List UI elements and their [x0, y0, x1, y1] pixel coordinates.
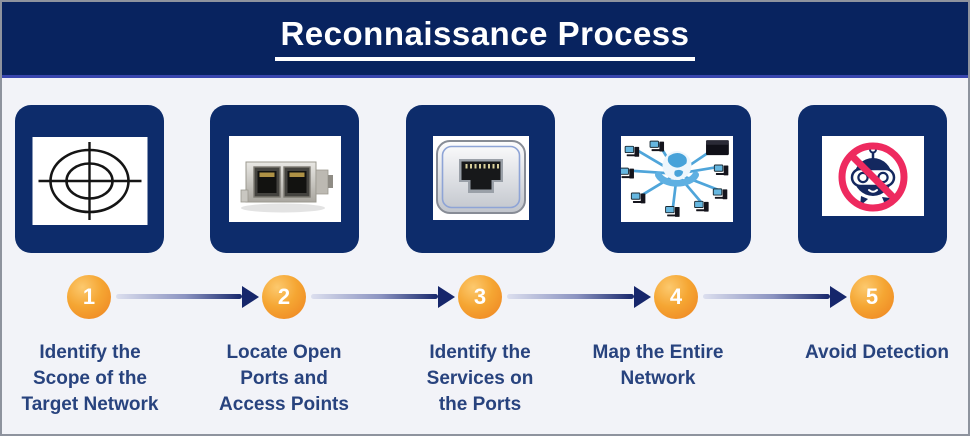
step-2-number-badge: 2	[262, 275, 306, 319]
arrow-head-icon	[634, 286, 651, 308]
step-number: 1	[82, 284, 96, 309]
network-map-icon	[620, 136, 733, 222]
step-card-1	[15, 105, 164, 253]
step-2-label: Locate Open Ports and Access Points	[219, 342, 349, 415]
connector-line-1	[116, 294, 242, 299]
step-number: 2	[277, 284, 291, 309]
arrow-head-icon	[438, 286, 455, 308]
crosshair-target-icon	[32, 137, 147, 225]
step-card-2	[210, 105, 359, 253]
ethernet-port-icon	[432, 136, 529, 220]
connector-line-3	[507, 294, 634, 299]
step-number: 3	[473, 284, 487, 309]
step-5-label: Avoid Detection	[805, 342, 949, 363]
step-card-4	[602, 105, 751, 253]
step-card-5	[798, 105, 947, 253]
connector-line-2	[311, 294, 438, 299]
step-3-label: Identify the Services on the Ports	[426, 342, 534, 415]
step-3-number-badge: 3	[458, 275, 502, 319]
arrow-head-icon	[242, 286, 259, 308]
header-banner: Reconnaissance Process	[2, 2, 968, 78]
step-number: 4	[669, 284, 683, 309]
step-1-label: Identify the Scope of the Target Network	[21, 342, 159, 415]
step-5-number-badge: 5	[850, 275, 894, 319]
step-number: 5	[865, 284, 879, 309]
no-robot-icon	[821, 136, 924, 216]
network-card-ports-icon	[228, 136, 341, 222]
step-4-number-badge: 4	[654, 275, 698, 319]
step-4-label: Map the Entire Network	[592, 342, 724, 389]
step-1-number-badge: 1	[67, 275, 111, 319]
page-title: Reconnaissance Process	[275, 15, 695, 62]
step-card-3	[406, 105, 555, 253]
arrow-head-icon	[830, 286, 847, 308]
connector-line-4	[703, 294, 830, 299]
